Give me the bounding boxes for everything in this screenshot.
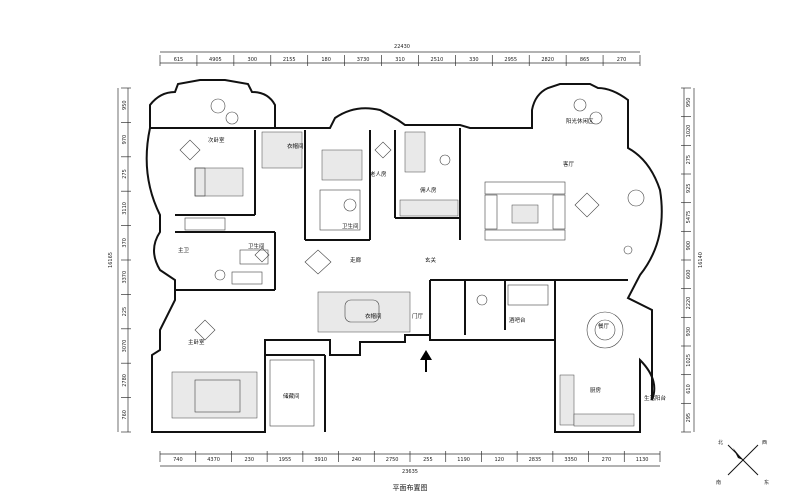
- room-label-master-bedroom: 主卧室: [188, 338, 205, 346]
- left-dimension-chain: 16165 950 970 275 3110 370 3370 225 3070 2780 760: [108, 87, 131, 433]
- left-dim-value: 275: [122, 169, 128, 179]
- room-label-window-terrace: 阳光休闲区: [566, 117, 594, 125]
- room-label-bedroom2: 次卧室: [208, 136, 225, 144]
- bottom-dimension-chain: 23635 740 4370 230 1955 3910 240 2750 255 1190 12…: [159, 451, 661, 475]
- overall-width-top: 22430: [394, 44, 410, 50]
- overall-height-left: 16165: [108, 252, 114, 268]
- room-label-utility: 储藏间: [283, 392, 300, 400]
- right-dim-value: 1025: [686, 354, 692, 367]
- right-dimension-chain: 16140 950 1020 275 925 5475 900 600 2220 930 1025…: [681, 87, 704, 433]
- room-label-foyer: 玄关: [425, 256, 437, 264]
- top-dim-value: 2510: [431, 57, 444, 63]
- bottom-dim-value: 3910: [314, 457, 327, 463]
- bottom-dim-value: 120: [495, 457, 505, 463]
- room-label-elder-room: 老人房: [370, 170, 387, 178]
- room-label-bath-b: 主卫: [178, 246, 190, 254]
- top-dim-value: 180: [321, 57, 331, 63]
- left-dim-value: 3070: [122, 340, 128, 353]
- right-dim-value: 275: [686, 155, 692, 165]
- room-label-living: 客厅: [563, 160, 575, 168]
- bottom-dim-value: 740: [173, 457, 183, 463]
- room-label-entry: 门厅: [412, 312, 424, 320]
- interior-walls: [175, 128, 628, 432]
- right-dim-value: 600: [686, 270, 692, 280]
- right-dim-value: 950: [686, 98, 692, 108]
- drawing-title: 平面布置图: [393, 483, 428, 492]
- room-label-cloak: 衣帽间: [365, 312, 382, 320]
- overall-width-bottom: 23635: [402, 469, 418, 475]
- bottom-dim-value: 1955: [279, 457, 292, 463]
- top-dim-value: 2155: [283, 57, 296, 63]
- room-label-corridor: 走廊: [350, 256, 362, 264]
- right-dim-value: 2220: [686, 297, 692, 310]
- bottom-dim-value: 2835: [529, 457, 542, 463]
- top-dimension-chain: 22430 615 4905 300 2155 180 3730 310 2510 330 295…: [159, 44, 641, 66]
- bottom-dim-value: 230: [245, 457, 255, 463]
- bottom-dim-value: 240: [352, 457, 362, 463]
- top-dim-value: 615: [174, 57, 184, 63]
- overall-height-right: 16140: [698, 252, 704, 268]
- left-dim-value: 2780: [122, 374, 128, 387]
- bottom-dim-value: 255: [423, 457, 433, 463]
- left-dim-value: 370: [122, 238, 128, 248]
- top-dim-value: 330: [469, 57, 479, 63]
- room-label-bath-a: 卫生间: [248, 242, 265, 250]
- left-dim-value: 225: [122, 307, 128, 317]
- room-label-dining: 餐厅: [598, 322, 610, 330]
- left-dim-value: 950: [122, 100, 128, 110]
- room-labels: 次卧室 主卫 卫生间 衣帽间 老人房 卫生间 佣人房 客厅 阳光休闲区 餐厅 厨…: [178, 117, 667, 402]
- top-dim-value: 2820: [541, 57, 554, 63]
- furniture: [171, 98, 645, 427]
- right-dim-value: 1020: [686, 125, 692, 138]
- room-label-maid-room: 佣人房: [420, 186, 437, 194]
- bottom-dim-value: 3350: [564, 457, 577, 463]
- room-label-bath-c: 卫生间: [342, 222, 359, 230]
- right-dim-value: 900: [686, 241, 692, 251]
- left-dim-value: 3110: [122, 202, 128, 215]
- top-dim-value: 310: [395, 57, 405, 63]
- room-label-closet: 衣帽间: [287, 142, 304, 150]
- right-dim-value: 930: [686, 327, 692, 337]
- left-dim-value: 970: [122, 135, 128, 145]
- compass-north: 北: [718, 439, 723, 446]
- compass-rose: 北 西 南 东: [716, 439, 769, 486]
- bottom-dim-value: 270: [602, 457, 612, 463]
- right-dim-value: 5475: [686, 211, 692, 224]
- bottom-dim-value: 1130: [636, 457, 649, 463]
- right-dim-value: 925: [686, 184, 692, 194]
- top-dim-value: 270: [617, 57, 627, 63]
- exterior-walls: [145, 79, 663, 433]
- bottom-dim-value: 1190: [457, 457, 470, 463]
- compass-west: 西: [762, 440, 767, 446]
- right-dim-value: 610: [686, 384, 692, 394]
- right-dim-value: 295: [686, 413, 692, 423]
- compass-east: 东: [764, 479, 769, 486]
- top-dim-value: 865: [580, 57, 590, 63]
- room-label-wine-bar: 酒吧台: [509, 316, 526, 324]
- room-label-kitchen: 厨房: [590, 386, 602, 394]
- top-dim-value: 3730: [357, 57, 370, 63]
- left-dim-value: 760: [122, 410, 128, 420]
- top-dim-value: 300: [248, 57, 258, 63]
- compass-south: 南: [716, 479, 721, 486]
- entrance-arrow: [420, 350, 432, 372]
- bottom-dim-value: 4370: [207, 457, 220, 463]
- top-dim-value: 2955: [504, 57, 517, 63]
- bottom-dim-value: 2750: [386, 457, 399, 463]
- left-dim-value: 3370: [122, 271, 128, 284]
- room-label-balcony: 生活阳台: [644, 394, 667, 402]
- top-dim-value: 4905: [209, 57, 222, 63]
